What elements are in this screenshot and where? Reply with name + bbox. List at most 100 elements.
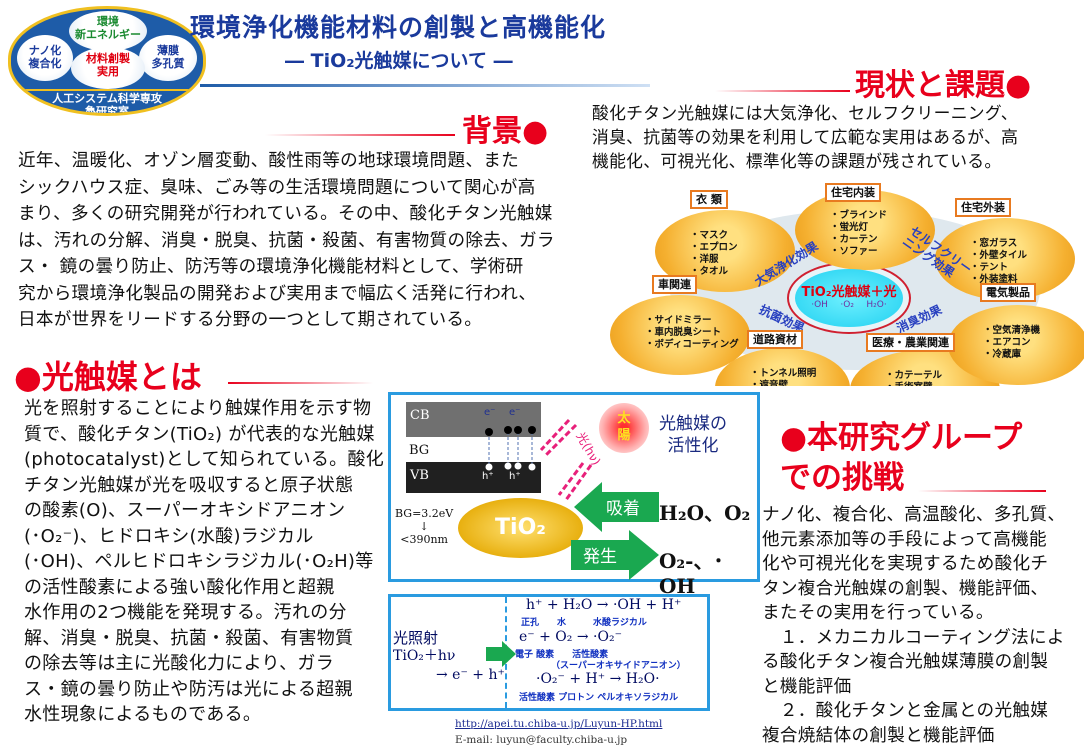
text-line: チタン光触媒が光を吸収すると原子状態: [24, 474, 354, 496]
bg-label: BG: [409, 443, 430, 458]
application-item: ・ボディコーティング: [645, 339, 739, 350]
photocatalyst-heading: ●光触媒とは: [14, 358, 202, 396]
application-item: ・テント: [970, 262, 1009, 273]
application-bubble: [948, 305, 1084, 385]
page-title: 環境浄化機能材料の創製と高機能化: [190, 13, 607, 42]
generated-species: O₂-、･OH: [659, 549, 724, 598]
text-line: またその実用を行っている。: [762, 603, 994, 623]
logo-lab: 魯研究室: [85, 105, 129, 116]
application-items: ・マスク・エプロン・洋服・タオル: [690, 230, 738, 278]
application-category-label: 衣 類: [690, 190, 728, 209]
text-line: 解、消臭・脱臭、抗菌・殺菌、有害物質: [24, 627, 354, 649]
application-category-label: 車関連: [652, 275, 697, 294]
application-item: ・ブラインド: [830, 210, 888, 221]
background-heading: 背景●: [462, 114, 549, 149]
text-line: タン複合光触媒の創製、機能評価、: [762, 578, 1049, 599]
application-items: ・トンネル照明・遮音壁・道路: [750, 368, 816, 386]
text-line: 近年、温暖化、オゾン層変動、酸性雨等の地球環境問題、また: [18, 151, 520, 171]
reaction-figure: 光照射 TiO₂＋hν → e⁻ + h⁺ h⁺ + H₂O → ·OH + H…: [388, 594, 710, 711]
application-item: ・外装塗料: [970, 274, 1018, 285]
text-line: 機能化、可視光化、標準化等の課題が残されている。: [592, 151, 1002, 171]
text-line: ナノ化、複合化、高温酸化、多孔質、: [762, 505, 1066, 525]
application-item: ・サイドミラー: [645, 315, 712, 326]
application-item: ・カーテン: [830, 234, 878, 245]
logo-bubble-material: 材料創製実用: [71, 47, 145, 89]
reaction-equation: TiO₂＋hν: [393, 648, 456, 664]
bandgap-value: BG=3.2eV: [395, 507, 454, 520]
down-arrow-icon: ↓: [419, 520, 429, 533]
light-irradiation-label: 光照射: [393, 629, 439, 647]
text-line: は、汚れの分解、消臭・脱臭、抗菌・殺菌、有害物質の除去、ガラ: [18, 230, 555, 251]
light-rays: [539, 418, 593, 501]
application-item: ・冷蔵庫: [983, 349, 1022, 360]
homepage-link[interactable]: http://apei.tu.chiba-u.jp/Luyun-HP.html: [455, 718, 663, 730]
application-item: ・ソファー: [830, 246, 878, 257]
text-line: の活性酸素による強い酸化作用と超親: [24, 576, 335, 598]
logo-text: ナノ化: [28, 44, 62, 57]
photocatalyst-heading-line: [228, 382, 373, 384]
application-items: ・ブラインド・蛍光灯・カーテン・ソファー: [830, 210, 887, 258]
text-line: (photocatalyst)として知られている。酸化: [24, 449, 385, 470]
adsorb-arrow-icon: [574, 482, 659, 532]
center-core: TiO₂光触媒＋光 ·OH ·O₂ H₂O·: [795, 269, 903, 327]
text-line: 日本が世界をリードする分野の一つとして期されている。: [18, 310, 483, 330]
species-label: ·O₂: [840, 300, 854, 310]
activation-title-line: 活性化: [667, 436, 719, 456]
application-category-label: 医療・農業関連: [866, 333, 955, 352]
text-line: シックハウス症、臭味、ごみ等の生活環境問題について関心が高: [18, 177, 536, 198]
application-item: ・蛍光灯: [830, 222, 869, 233]
holes: [485, 462, 536, 471]
text-line: 光を照射することにより触媒作用を示す物: [24, 398, 372, 419]
lab-logo: ナノ化複合化 薄膜多孔質 環境新エネルギー 材料創製実用 人工システム科学専攻魯…: [8, 6, 206, 116]
application-item: ・車内脱臭シート: [645, 327, 722, 338]
adsorbed-species: H₂O、O₂: [659, 501, 751, 525]
reaction-arrow-icon: [486, 641, 516, 667]
application-category-label: 住宅外装: [955, 198, 1011, 217]
research-heading-line: ●本研究グループ: [780, 420, 1023, 456]
sun-icon: 太陽: [599, 403, 649, 453]
text-line: 消臭、抗菌等の効果を利用して広範な実用はあるが、高: [592, 127, 1019, 147]
research-heading-line-decor: [918, 490, 1046, 492]
text-line: と機能評価: [762, 676, 852, 697]
reaction-caption: 正孔 水 水酸ラジカル: [521, 618, 647, 628]
research-paragraph: ナノ化、複合化、高温酸化、多孔質、他元素添加等の手段によって高機能化や可視光化を…: [762, 503, 1065, 748]
application-item: ・トンネル照明: [750, 368, 817, 379]
logo-bubble-film: 薄膜多孔質: [139, 35, 197, 81]
text-line: まり、多くの研究開発が行われている。その中、酸化チタン光触媒: [18, 204, 553, 224]
application-item: ・窓ガラス: [970, 238, 1018, 249]
reaction-equation: e⁻ + O₂ → ·O₂⁻: [519, 629, 622, 645]
application-item: ・エプロン: [690, 242, 738, 253]
text-line: の酸素(O)、スーパーオキシドアニオン: [24, 500, 346, 521]
text-line: １．メカニカルコーティング法によ: [762, 627, 1065, 648]
application-bubble: [610, 295, 750, 375]
application-item: ・洋服: [690, 254, 719, 265]
reaction-equation: h⁺ + H₂O → ·OH + H⁺: [526, 597, 682, 613]
photocatalyst-paragraph: 光を照射することにより触媒作用を示す物質で、酸化チタン(TiO₂) が代表的な光…: [24, 396, 384, 728]
contact-email: E-mail: luyun@faculty.chiba-u.jp: [455, 734, 628, 746]
research-heading: ●本研究グループでの挑戦: [780, 418, 1022, 498]
text-line: 酸化チタン光触媒には大気浄化、セルフクリーニング、: [592, 103, 1018, 123]
reaction-equation: → e⁻ + h⁺: [436, 667, 505, 683]
application-item: ・遮音壁: [750, 380, 789, 386]
band-diagram-marks: [485, 418, 593, 501]
text-line: 質で、酸化チタン(TiO₂) が代表的な光触媒: [24, 423, 375, 445]
logo-text: 複合化: [28, 57, 62, 70]
application-items: ・カテーテル・手術室壁・水耕栽培水処理: [885, 370, 961, 386]
logo-text: 材料創製: [86, 52, 130, 65]
application-item: ・外壁タイル: [970, 250, 1028, 261]
text-line: 水作用の2つ機能を発現する。汚れの分: [24, 602, 347, 623]
application-item: ・空気清浄機: [983, 325, 1041, 336]
reaction-equation: ·O₂⁻ + H⁺ → H₂O·: [536, 671, 660, 687]
logo-dept: 人工システム科学専攻: [52, 92, 162, 105]
text-line: 他元素添加等の手段によって高機能: [762, 529, 1047, 550]
page-subtitle: ― TiO₂光触媒について ―: [285, 50, 513, 72]
generate-arrow-icon: [571, 530, 659, 580]
status-paragraph: 酸化チタン光触媒には大気浄化、セルフクリーニング、消臭、抗菌等の効果を利用して広…: [592, 101, 1018, 173]
electron-label: e⁻: [484, 407, 496, 418]
text-line: ２．酸化チタンと金属との光触媒: [762, 701, 1049, 721]
activation-figure: CB BG VB e⁻ e⁻ h⁺ h⁺ 光(hν) 太陽 光触媒の活性化 BG…: [388, 392, 760, 598]
logo-bubble-env: 環境新エネルギー: [69, 11, 147, 51]
center-label: TiO₂光触媒＋光: [801, 285, 897, 300]
bandgap-note: BG=3.2eV↓<390nm: [395, 507, 453, 546]
tio2-particle: TiO₂: [458, 498, 583, 558]
